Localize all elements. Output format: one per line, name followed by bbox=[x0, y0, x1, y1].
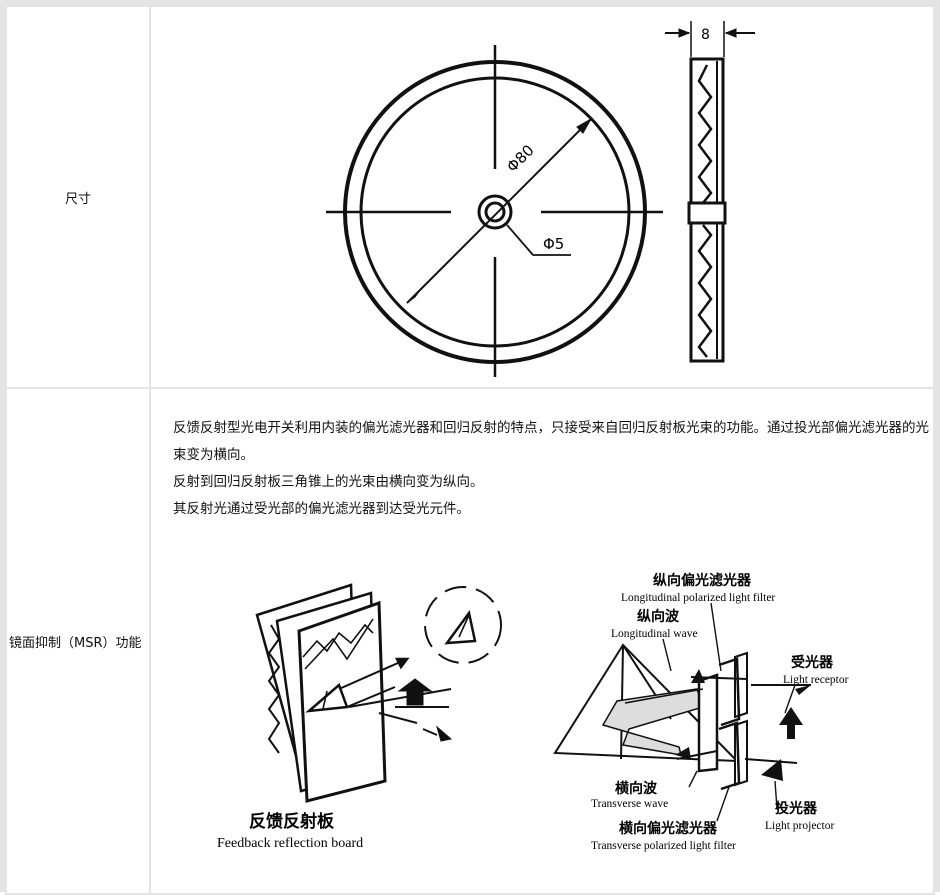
prism-profile-top bbox=[697, 64, 713, 204]
dimension-drawing: Φ80 Φ5 bbox=[326, 21, 755, 377]
leader-lines bbox=[662, 602, 796, 822]
projector-cn: 投光器 bbox=[775, 800, 818, 817]
longitudinal-wave-cn: 纵向波 bbox=[637, 608, 680, 625]
projector-en: Light projector bbox=[765, 820, 834, 832]
row-label-msr: 镜面抑制（MSR）功能 bbox=[5, 387, 151, 895]
polarization-illustration bbox=[553, 643, 811, 791]
table-row-dimensions: 尺寸 bbox=[5, 5, 935, 389]
reflection-board-illustration bbox=[255, 583, 502, 803]
row-label-dimensions: 尺寸 bbox=[5, 5, 151, 389]
longitudinal-filter-cn: 纵向偏光滤光器 bbox=[653, 572, 752, 589]
receptor-cn: 受光器 bbox=[791, 654, 834, 671]
transverse-filter-en: Transverse polarized light filter bbox=[591, 840, 736, 852]
side-view bbox=[665, 21, 755, 363]
outer-diameter-label: Φ80 bbox=[503, 141, 538, 176]
arrow-head-upper bbox=[576, 117, 593, 134]
hole-leader bbox=[506, 224, 571, 256]
arrow-head-lower bbox=[406, 288, 422, 304]
arrow-glyphs bbox=[675, 669, 811, 781]
diameter-leader bbox=[406, 118, 592, 304]
transverse-wave-en: Transverse wave bbox=[591, 798, 668, 810]
longitudinal-filter-en: Longitudinal polarized light filter bbox=[621, 592, 775, 604]
msr-paragraph: 反馈反射型光电开关利用内装的偏光滤光器和回归反射的特点，只接受来自回归反射板光束… bbox=[173, 420, 929, 463]
center-hole-inner bbox=[484, 201, 506, 223]
reflection-board-title-en: Feedback reflection board bbox=[217, 836, 363, 851]
msr-cell: 反馈反射型光电开关利用内装的偏光滤光器和回归反射的特点，只接受来自回归反射板光束… bbox=[149, 387, 935, 895]
mount-boss bbox=[687, 201, 727, 225]
thickness-label: 8 bbox=[701, 27, 710, 43]
hole-diameter-label: Φ5 bbox=[543, 235, 564, 253]
spec-table: 尺寸 bbox=[5, 5, 935, 895]
prism-profile-bottom bbox=[697, 224, 713, 358]
transverse-filter-cn: 横向偏光滤光器 bbox=[619, 820, 718, 837]
dimension-drawing-cell: Φ80 Φ5 bbox=[149, 5, 935, 389]
receptor-en: Light receptor bbox=[783, 674, 849, 686]
center-hole-outer bbox=[477, 194, 513, 230]
table-row-msr: 镜面抑制（MSR）功能 反馈反射型光电开关利用内装的偏光滤光器和回归反射的特点，… bbox=[5, 387, 935, 895]
msr-paragraph: 其反射光通过受光部的偏光滤光器到达受光元件。 bbox=[173, 501, 470, 517]
transverse-wave-cn: 横向波 bbox=[615, 780, 658, 797]
msr-diagram: 反馈反射板 Feedback reflection board bbox=[217, 572, 849, 852]
reflection-board-title-cn: 反馈反射板 bbox=[249, 811, 335, 832]
msr-description: 反馈反射型光电开关利用内装的偏光滤光器和回归反射的特点，只接受来自回归反射板光束… bbox=[173, 415, 933, 523]
msr-paragraph: 反射到回归反射板三角锥上的光束由横向变为纵向。 bbox=[173, 474, 484, 490]
longitudinal-wave-en: Longitudinal wave bbox=[611, 628, 698, 640]
